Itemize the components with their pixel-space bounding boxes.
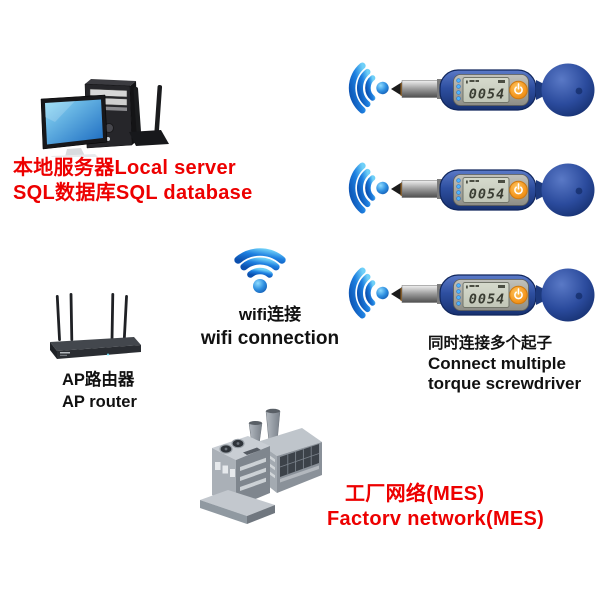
wifi-icon	[234, 248, 286, 293]
torque-screwdriver-icon: 0054	[391, 268, 595, 322]
factory-label-line1: 工厂网络(MES)	[345, 483, 485, 505]
wifi-signal-icon	[348, 267, 389, 319]
wifi-label: wifi连接 wifi connection	[175, 300, 365, 350]
factory-base-platform	[200, 490, 275, 524]
antenna-modem-icon	[129, 85, 169, 146]
torque-screwdriver-1: 0054	[348, 62, 595, 117]
power-button-icon	[509, 180, 528, 200]
screwdrivers-caption-line3: torque screwdriver	[428, 373, 582, 393]
router-label-line2: AP router	[62, 393, 137, 411]
screwdrivers-caption: 同时连接多个起子 Connect multiple torque screwdr…	[428, 334, 581, 393]
factory-label-line2: Factorv network(MES)	[327, 508, 545, 530]
desktop-server-icon	[40, 79, 169, 157]
router-label: AP路由器 AP router	[62, 369, 137, 413]
screwdrivers-caption-line2: Connect multiple	[428, 353, 566, 373]
ap-router-icon	[50, 293, 141, 359]
lcd-display-value: 0054	[469, 292, 506, 308]
wifi-signal-icon	[348, 162, 389, 214]
monitor-icon	[40, 94, 108, 157]
wifi-label-line1: wifi连接	[238, 305, 302, 324]
factory-left-tower	[212, 436, 270, 507]
server-label-line2: SQL数据库SQL database	[13, 181, 253, 204]
lcd-display-value: 0054	[469, 187, 506, 203]
power-button-icon	[509, 80, 528, 100]
server-label: 本地服务器Local server SQL数据库SQL database	[13, 156, 253, 205]
torque-screwdriver-2: 0054	[348, 162, 595, 217]
screwdrivers-caption-line1: 同时连接多个起子	[428, 335, 553, 352]
torque-screwdriver-icon: 0054	[391, 63, 595, 117]
factory-icon	[200, 408, 322, 524]
lcd-display-value: 0054	[469, 87, 506, 103]
power-button-icon	[509, 285, 528, 305]
torque-screwdriver-icon: 0054	[391, 163, 595, 217]
router-label-line1: AP路由器	[62, 371, 135, 389]
torque-screwdriver-3: 0054	[348, 267, 595, 322]
wifi-signal-icon	[348, 62, 389, 114]
wifi-label-line2: wifi connection	[200, 328, 340, 349]
server-label-line1: 本地服务器Local server	[13, 157, 236, 179]
